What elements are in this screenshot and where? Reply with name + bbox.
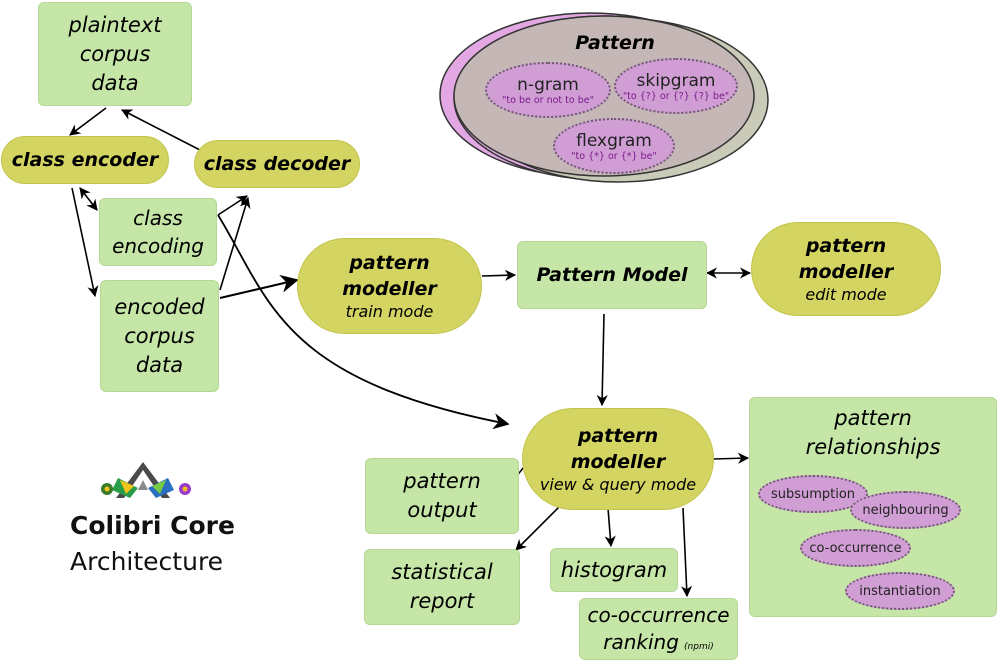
pattern-modeller-train-node: pattern modeller train mode <box>297 238 482 334</box>
pattern-type-flexgram: flexgram "to {*} or {*} be" <box>553 118 675 174</box>
arrow-encoder-to-encoded-corpus <box>71 187 99 298</box>
pattern-model-box: Pattern Model <box>517 241 707 309</box>
pattern-modeller-edit-node: pattern modeller edit mode <box>751 222 941 316</box>
arrow-encoded-to-modeller-train <box>219 274 299 299</box>
pattern-type-ngram: n-gram "to be or not to be" <box>485 62 611 118</box>
pattern-type-skipgram: skipgram "to {?} or {?} {?} be" <box>614 58 738 114</box>
pattern-output-box: pattern output <box>365 458 519 534</box>
arrow-plaintext-to-encoder <box>69 107 107 136</box>
plaintext-corpus-data-box: plaintext corpus data <box>38 2 192 106</box>
pattern-title: Pattern <box>575 32 655 54</box>
logo-subtitle: Architecture <box>70 547 224 576</box>
pattern-modeller-view-node: pattern modeller view & query mode <box>522 408 714 510</box>
arrow-modeller-train-to-model <box>481 269 517 281</box>
relationship-neighbouring: neighbouring <box>850 491 961 529</box>
arrow-class-encoding-to-decoder <box>217 195 248 216</box>
statistical-report-box: statistical report <box>364 549 520 625</box>
arrow-class-encoding-to-modeller-view <box>217 214 510 430</box>
arrow-view-to-relationships <box>712 452 750 464</box>
logo-title: Colibri Core <box>70 511 235 540</box>
relationship-instantiation: instantiation <box>845 572 955 610</box>
encoded-corpus-data-box: encoded corpus data <box>100 280 219 392</box>
relationship-subsumption: subsumption <box>758 475 868 513</box>
cooccurrence-ranking-box: co-occurrence ranking (npmi) <box>579 598 738 660</box>
histogram-box: histogram <box>550 548 678 592</box>
arrow-model-to-modeller-view <box>596 313 608 407</box>
arrow-encoder-class-encoding <box>79 187 98 211</box>
class-encoder-node: class encoder <box>1 136 169 184</box>
relationship-cooccurrence: co-occurrence <box>800 529 911 567</box>
arrow-view-to-histogram <box>604 507 616 548</box>
colibri-logo-icon <box>101 462 191 498</box>
class-decoder-node: class decoder <box>194 140 360 188</box>
arrow-view-to-ranking <box>680 507 693 598</box>
class-encoding-box: class encoding <box>99 198 217 266</box>
arrow-decoder-to-plaintext <box>121 109 201 151</box>
